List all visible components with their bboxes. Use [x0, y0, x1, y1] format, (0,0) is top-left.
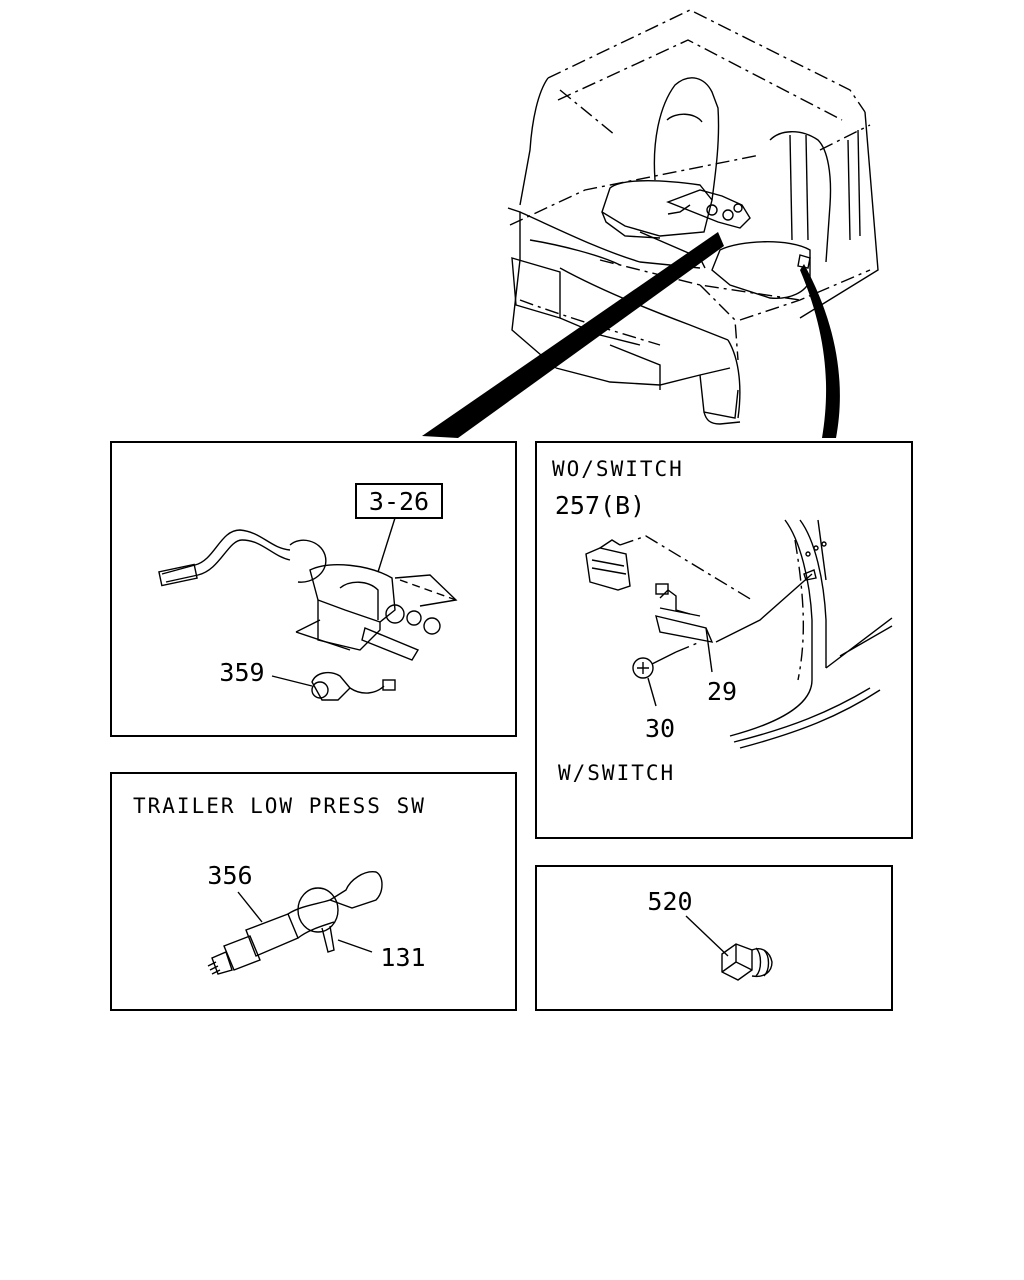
part-359-label: 359	[219, 658, 264, 687]
part-30-label: 30	[645, 714, 675, 743]
ref-label: 3-26	[369, 487, 429, 516]
plug-panel: 520	[535, 865, 893, 1011]
ref-box	[355, 483, 443, 519]
leader-to-seat-switch	[800, 264, 840, 438]
trailer-switch-caption: TRAILER LOW PRESS SW	[133, 794, 426, 818]
part-131-label: 131	[380, 943, 425, 972]
column-switch-panel: 3-26 359	[110, 441, 517, 737]
part-257b-label: 257(B)	[555, 491, 645, 520]
seat-switch-panel: WO/SWITCH W/SWITCH 257(B) 29 30	[535, 441, 913, 839]
leader-to-column-switch	[422, 232, 724, 438]
cab-overview	[507, 9, 879, 425]
trailer-switch-panel: TRAILER LOW PRESS SW 356 131	[110, 772, 517, 1011]
part-520-label: 520	[647, 887, 692, 916]
w-switch-caption: W/SWITCH	[558, 761, 675, 785]
wo-switch-caption: WO/SWITCH	[552, 457, 684, 481]
part-29-label: 29	[707, 677, 737, 706]
part-356-label: 356	[207, 861, 252, 890]
